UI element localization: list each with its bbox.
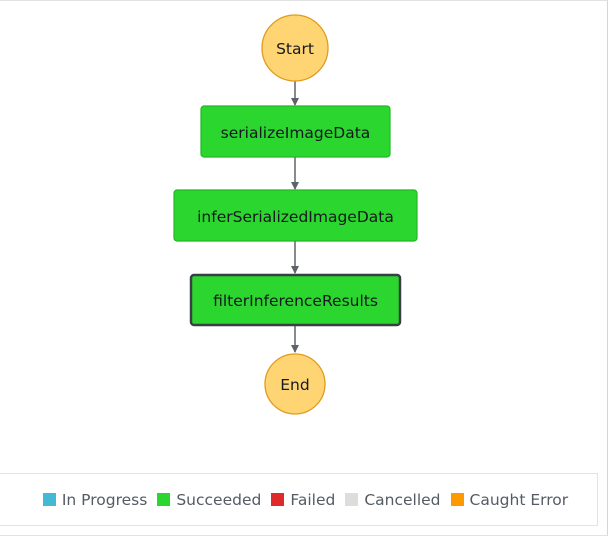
legend-label-cancelled: Cancelled [364, 490, 441, 509]
legend-swatch-succeeded [157, 493, 171, 506]
state-filter-inference-results-box [189, 273, 402, 327]
legend-label-succeeded: Succeeded [176, 490, 262, 509]
state-filter-inference-results[interactable]: filterInferenceResults [189, 273, 402, 327]
legend-item-in-progress: In Progress [42, 490, 148, 509]
state-serialize-image-data[interactable]: serializeImageData [200, 105, 391, 158]
state-infer-serialized-image-data-label: inferSerializedImageData [197, 208, 394, 226]
legend-item-succeeded: Succeeded [157, 491, 261, 509]
legend-label-failed: Failed [290, 490, 336, 509]
legend-item-caught-error: Caught Error [450, 490, 569, 509]
legend-swatch-failed [271, 493, 285, 506]
status-legend: In Progress Succeeded Failed Cancelled C… [0, 473, 598, 526]
state-filter-inference-results-label: filterInferenceResults [213, 292, 378, 310]
legend-item-cancelled: Cancelled [345, 490, 441, 509]
start-node-label: Start [276, 40, 314, 58]
state-infer-serialized-image-data-box [173, 189, 418, 242]
end-node[interactable]: End [264, 353, 326, 415]
state-infer-serialized-image-data[interactable]: inferSerializedImageData [173, 189, 418, 242]
state-serialize-image-data-box [200, 105, 391, 158]
legend-label-in-progress: In Progress [61, 490, 148, 509]
start-node[interactable]: Start [261, 14, 329, 82]
workflow-graph: Start serializeImageData inferSerialized… [173, 14, 418, 415]
end-node-label: End [280, 376, 309, 394]
legend-swatch-cancelled [345, 493, 359, 506]
end-node-shape [264, 353, 326, 415]
start-node-shape [261, 14, 329, 82]
legend-label-caught-error: Caught Error [469, 490, 569, 509]
legend-swatch-caught-error [450, 493, 464, 506]
state-serialize-image-data-label: serializeImageData [221, 124, 371, 142]
legend-item-failed: Failed [271, 491, 335, 509]
legend-swatch-in-progress [42, 493, 56, 506]
